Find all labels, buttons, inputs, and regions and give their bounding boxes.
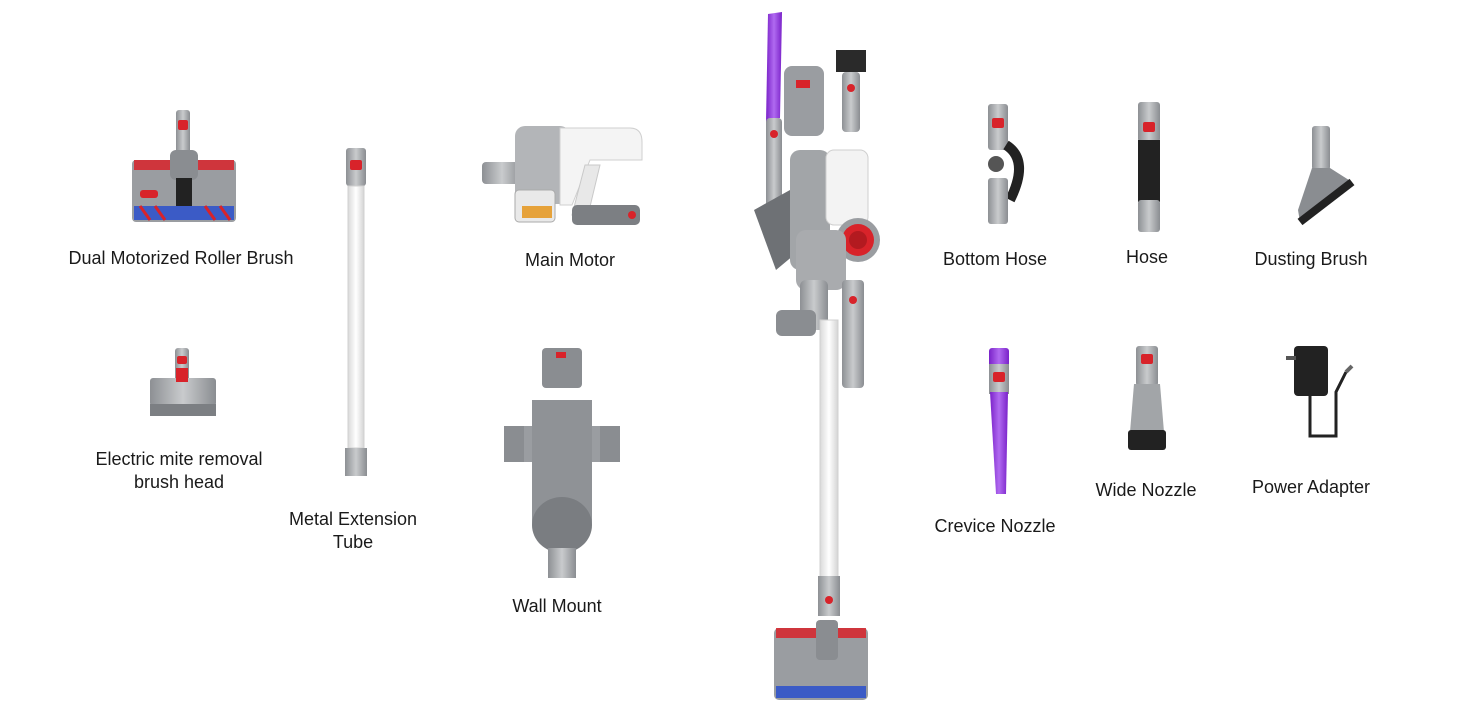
extension-tube-label-line2: Tube [332,532,374,552]
bottom-hose-image [988,104,1025,224]
wide-nozzle-label: Wide Nozzle [1095,480,1197,500]
crevice-nozzle-label: Crevice Nozzle [934,516,1056,536]
dusting-brush-image [1297,126,1355,226]
main-motor-image [482,126,643,225]
extension-tube-label: Metal Extension Tube [289,508,417,554]
dusting-brush-label: Dusting Brush [1254,249,1368,269]
bottom-hose-label: Bottom Hose [942,249,1048,269]
power-adapter-label: Power Adapter [1251,477,1371,497]
mite-brush-image [150,348,216,416]
wide-nozzle-image [1128,346,1166,450]
extension-tube-image [345,148,367,476]
wall-mount-image [504,348,620,578]
hose-label: Hose [1125,247,1169,267]
assembled-vacuum-image [754,12,880,700]
crevice-nozzle-image [989,348,1009,494]
roller-brush-label: Dual Motorized Roller Brush [68,248,294,268]
roller-brush-image [132,110,236,222]
extension-tube-label-line1: Metal Extension [288,509,418,529]
mite-brush-label-line1: Electric mite removal [95,449,263,469]
mite-brush-label: Electric mite removal brush head [95,448,262,494]
main-motor-label: Main Motor [524,250,616,270]
power-adapter-image [1286,346,1354,438]
wall-mount-label: Wall Mount [512,596,602,616]
mite-brush-label-line2: brush head [133,472,225,492]
hose-image [1138,102,1160,232]
